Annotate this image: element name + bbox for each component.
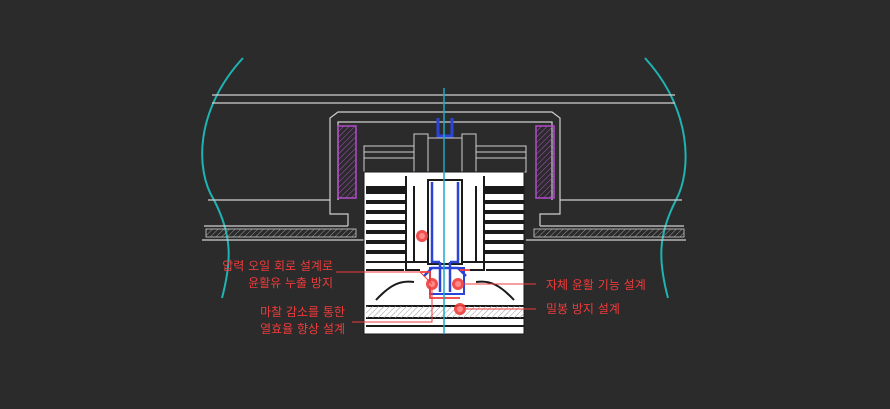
callout-pressure-oil-line2: 윤활유 누출 방지 <box>248 276 333 290</box>
right-curve-outline <box>644 57 687 299</box>
right-gasket-strip <box>533 228 685 238</box>
left-magenta-block <box>337 125 357 199</box>
callout-self-lubrication: 자체 윤활 기능 설계 <box>546 277 646 294</box>
callout-pressure-oil: 압력 오일 회로 설계로 윤활유 누출 방지 <box>222 258 333 292</box>
callout-sealing-line1: 밀봉 방지 설계 <box>546 302 620 316</box>
left-gasket-strip <box>205 228 357 238</box>
callout-leader-lines <box>336 271 536 323</box>
callout-friction: 마찰 감소를 통한 열효율 향상 설계 <box>260 304 345 338</box>
callout-friction-line2: 열효율 향상 설계 <box>260 322 345 336</box>
callout-self-lubrication-line1: 자체 윤활 기능 설계 <box>546 278 646 292</box>
callout-friction-line1: 마찰 감소를 통한 <box>260 305 345 319</box>
callout-sealing: 밀봉 방지 설계 <box>546 301 620 318</box>
upper-blue-seal <box>436 118 454 138</box>
right-magenta-block <box>535 125 555 199</box>
callout-pressure-oil-line1: 압력 오일 회로 설계로 <box>222 259 333 273</box>
